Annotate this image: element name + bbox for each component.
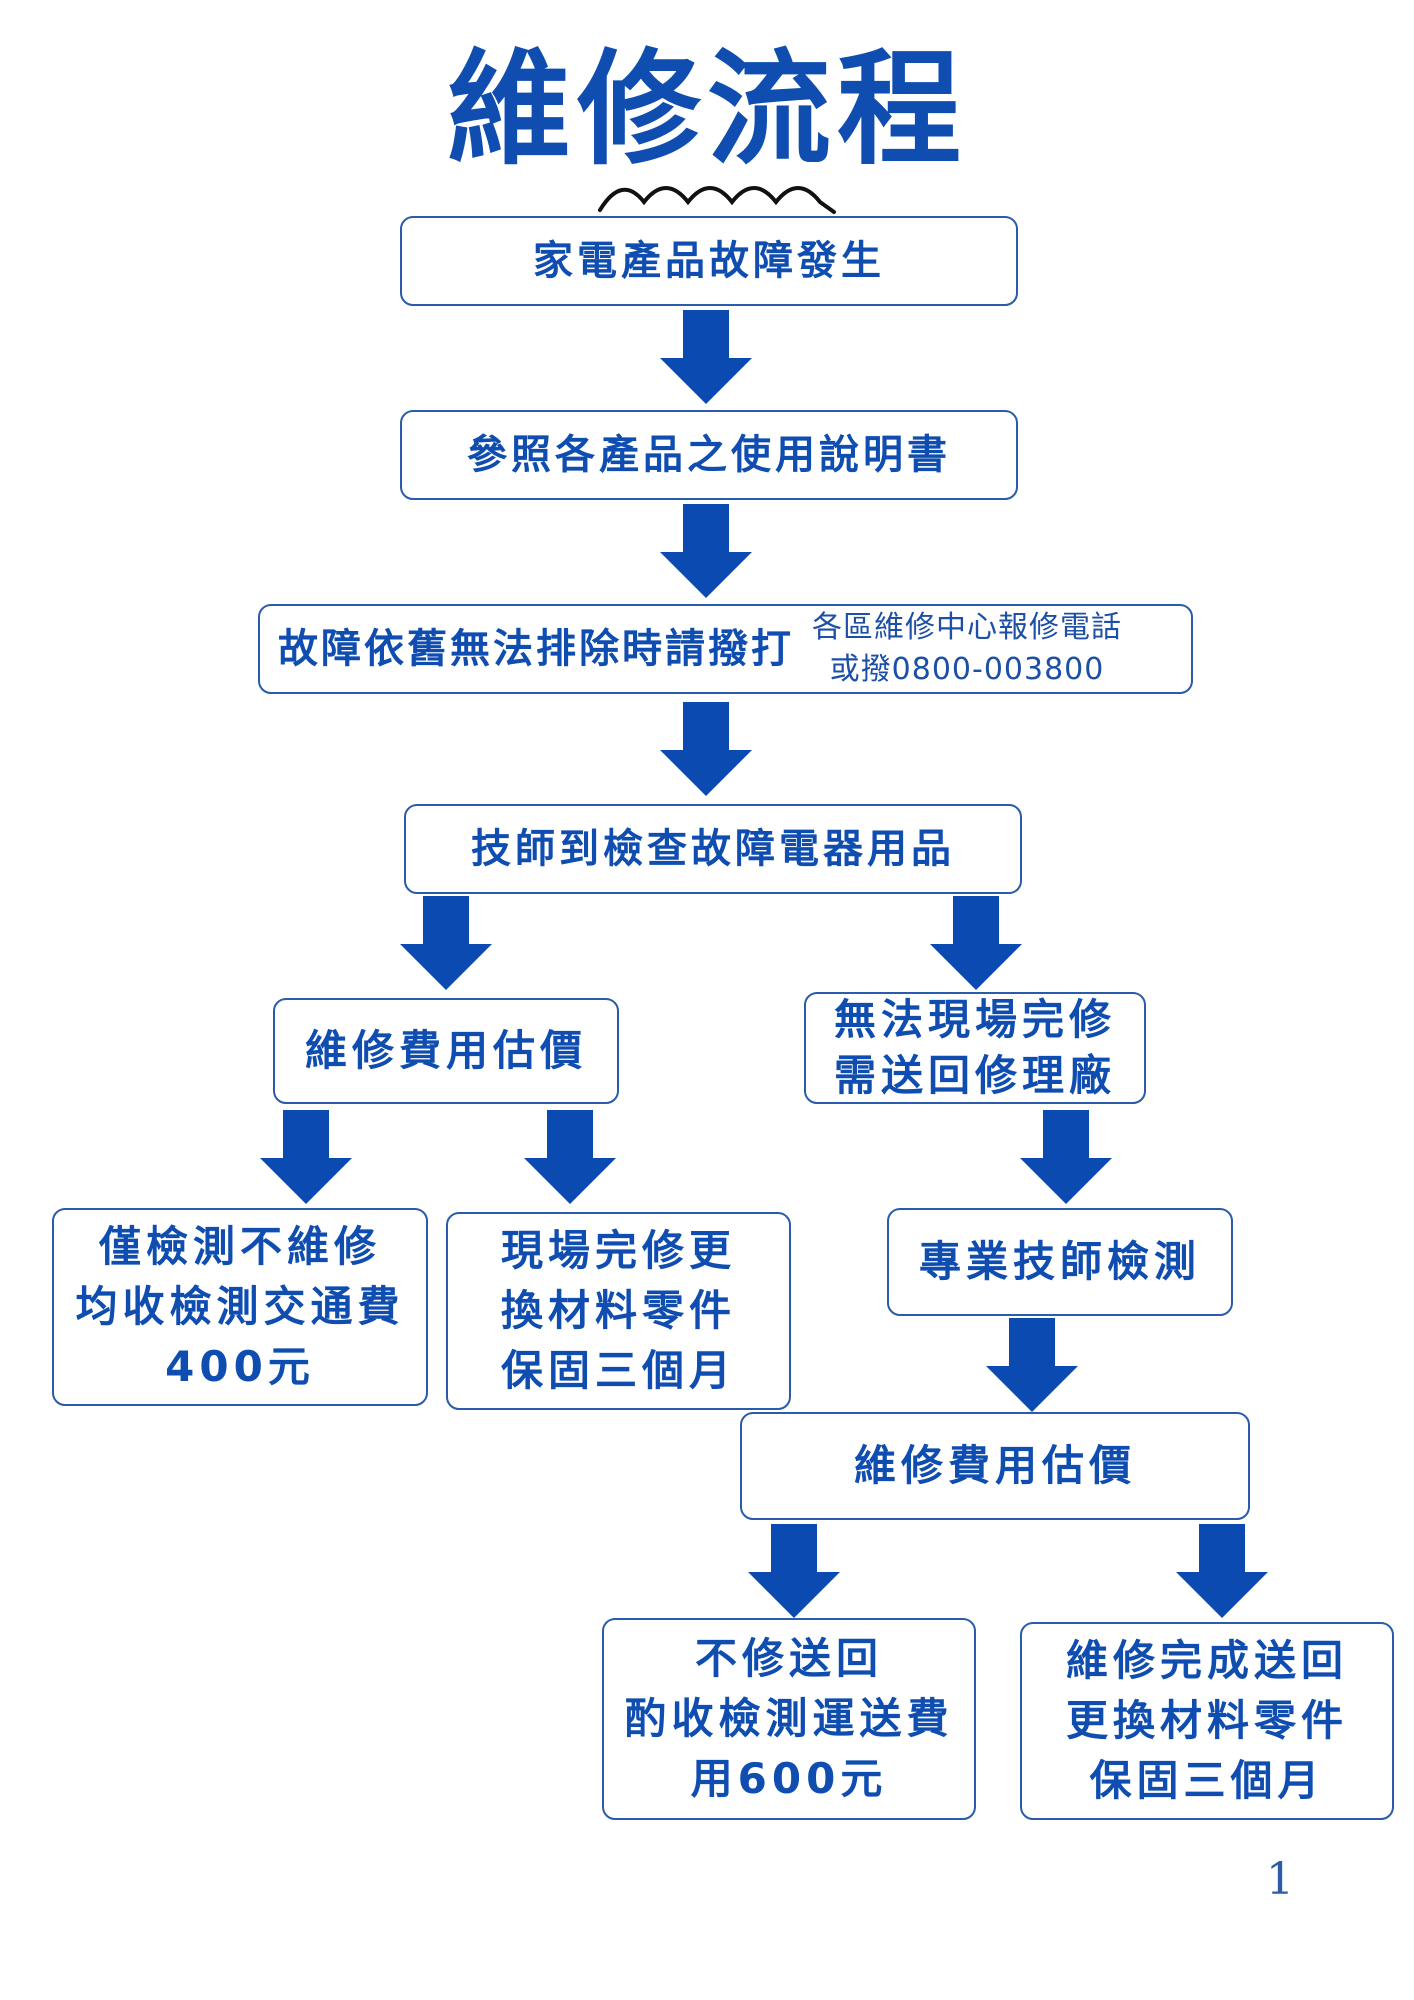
- step-technician-inspect: 技師到檢查故障電器用品: [404, 804, 1022, 894]
- arrow-down-icon: [260, 1110, 352, 1204]
- onsite-repair-line-3: 保固三個月: [500, 1346, 736, 1395]
- cannot-repair-line-1: 無法現場完修: [833, 995, 1116, 1044]
- step-repair-estimate-left-label: 維修費用估價: [304, 1026, 587, 1075]
- wave-decoration: [598, 186, 836, 214]
- return-unrepaired-line-1: 不修送回: [694, 1634, 883, 1683]
- step-repair-estimate-right: 維修費用估價: [740, 1412, 1250, 1520]
- arrow-down-icon: [660, 504, 752, 598]
- arrow-down-icon: [1176, 1524, 1268, 1618]
- arrow-down-icon: [986, 1318, 1078, 1412]
- outcome-repair-done: 維修完成送回 更換材料零件 保固三個月: [1020, 1622, 1394, 1820]
- onsite-repair-line-1: 現場完修更: [500, 1226, 736, 1275]
- arrow-down-icon: [524, 1110, 616, 1204]
- service-phone-note: 各區維修中心報修電話 或撥0800-003800: [812, 607, 1122, 691]
- return-unrepaired-line-2: 酌收檢測運送費: [624, 1694, 954, 1743]
- arrow-down-icon: [400, 896, 492, 990]
- outcome-return-unrepaired: 不修送回 酌收檢測運送費 用600元: [602, 1618, 976, 1820]
- return-unrepaired-fee: 用600元: [690, 1754, 888, 1803]
- outcome-inspect-only: 僅檢測不維修 均收檢測交通費 400元: [52, 1208, 428, 1406]
- repair-done-line-1: 維修完成送回: [1065, 1636, 1348, 1685]
- inspect-only-line-2: 均收檢測交通費: [75, 1282, 405, 1331]
- arrow-down-icon: [660, 702, 752, 796]
- step-repair-estimate-right-label: 維修費用估價: [853, 1441, 1136, 1490]
- page-title: 維修流程: [446, 38, 967, 182]
- step-fault-occurs: 家電產品故障發生: [400, 216, 1018, 306]
- step-professional-inspect-label: 專業技師檢測: [918, 1237, 1201, 1286]
- repair-done-line-3: 保固三個月: [1089, 1756, 1325, 1805]
- page-number: 1: [1266, 1854, 1294, 1905]
- arrow-down-icon: [748, 1524, 840, 1618]
- step-see-manual-label: 參照各產品之使用說明書: [467, 432, 951, 478]
- inspect-only-fee: 400元: [165, 1342, 315, 1391]
- step-technician-inspect-label: 技師到檢查故障電器用品: [471, 826, 955, 872]
- hotline-note: 或撥0800-003800: [829, 652, 1105, 687]
- arrow-down-icon: [1020, 1110, 1112, 1204]
- onsite-repair-line-2: 換材料零件: [500, 1286, 736, 1335]
- step-call-service: 故障依舊無法排除時請撥打 各區維修中心報修電話 或撥0800-003800: [258, 604, 1193, 694]
- outcome-onsite-repair: 現場完修更 換材料零件 保固三個月: [446, 1212, 791, 1410]
- cannot-repair-line-2: 需送回修理廠: [833, 1051, 1116, 1100]
- step-professional-inspect: 專業技師檢測: [887, 1208, 1233, 1316]
- step-repair-estimate-left: 維修費用估價: [273, 998, 619, 1104]
- arrow-down-icon: [930, 896, 1022, 990]
- step-see-manual: 參照各產品之使用說明書: [400, 410, 1018, 500]
- repair-done-line-2: 更換材料零件: [1065, 1696, 1348, 1745]
- arrow-down-icon: [660, 310, 752, 404]
- step-fault-occurs-label: 家電產品故障發生: [533, 238, 885, 284]
- inspect-only-line-1: 僅檢測不維修: [98, 1222, 381, 1271]
- step-call-service-label: 故障依舊無法排除時請撥打: [278, 626, 794, 672]
- service-centers-note: 各區維修中心報修電話: [812, 610, 1122, 645]
- step-cannot-repair-onsite: 無法現場完修 需送回修理廠: [804, 992, 1146, 1104]
